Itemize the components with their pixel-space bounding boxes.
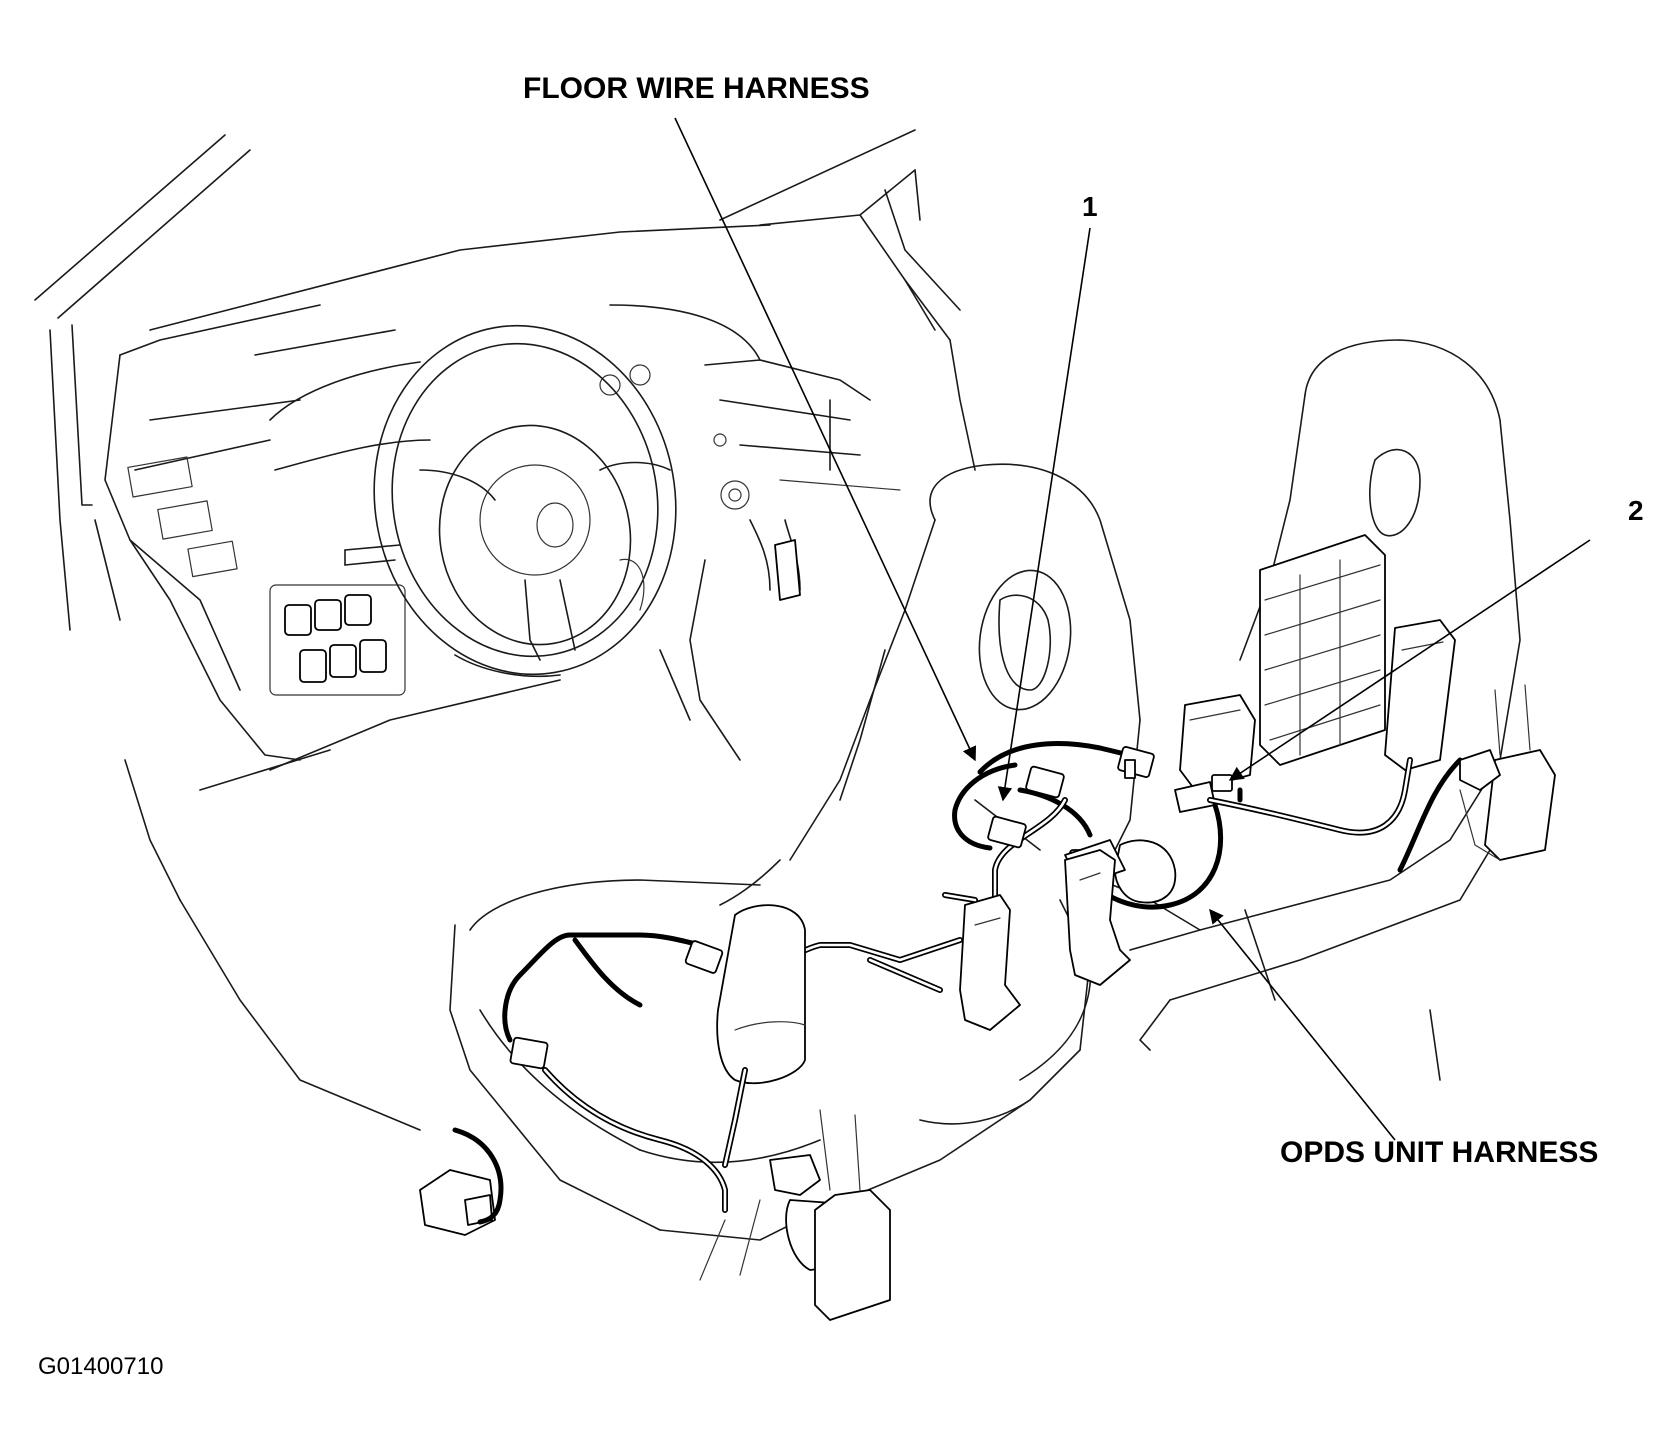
callout-2-leader — [1228, 539, 1591, 781]
callout-2-label: 2 — [1628, 495, 1644, 526]
floor-wire-harness-leader — [674, 117, 977, 762]
figure-code: G01400710 — [38, 1353, 163, 1380]
callout-1-label: 1 — [1082, 191, 1098, 222]
labels: FLOOR WIRE HARNESS 1 2 OPDS UNIT HARNESS… — [38, 72, 1644, 1380]
opds-unit-harness-leader — [1209, 908, 1396, 1141]
opds-unit-harness-label: OPDS UNIT HARNESS — [1280, 1136, 1598, 1169]
harness-components — [419, 684, 1556, 1321]
callout-1-leader — [997, 227, 1091, 802]
car-interior-lineart — [34, 129, 1521, 1241]
leader-lines — [674, 117, 1591, 1141]
floor-wire-harness-label: FLOOR WIRE HARNESS — [523, 72, 870, 105]
